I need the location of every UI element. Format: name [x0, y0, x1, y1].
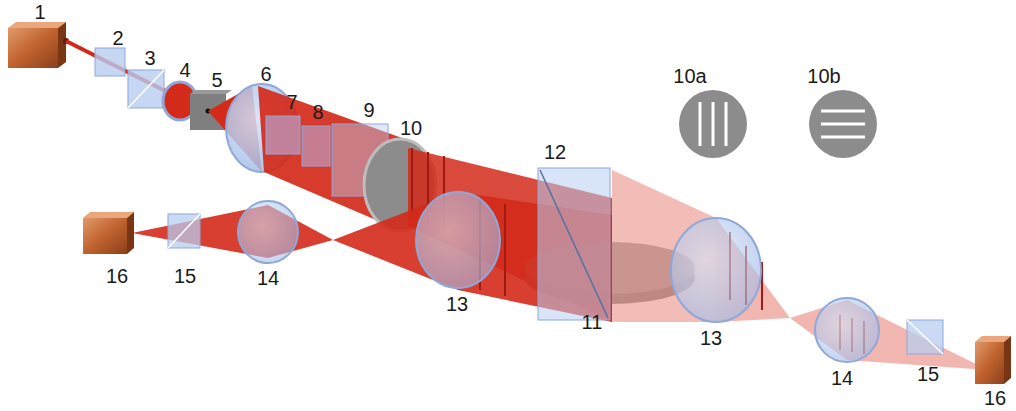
callout-number: 7: [286, 92, 297, 112]
callout-number: 10b: [807, 66, 840, 86]
callout-number: 3: [144, 48, 155, 68]
callout-number: 10: [400, 118, 422, 138]
callout-number: 9: [363, 100, 374, 120]
callout-number: 1: [34, 2, 45, 22]
callout-number: 13: [700, 328, 722, 348]
callout-number: 13: [446, 294, 468, 314]
callout-number: 16: [106, 266, 128, 286]
callout-number: 4: [179, 60, 190, 80]
callout-number: 10a: [673, 66, 706, 86]
callout-number: 15: [174, 266, 196, 286]
callout-number: 11: [582, 312, 603, 332]
callout-number: 16: [984, 388, 1006, 408]
callout-number: 6: [260, 64, 271, 84]
callout-number: 5: [211, 70, 222, 90]
callout-number: 8: [312, 102, 323, 122]
callout-number: 14: [257, 268, 279, 288]
callout-number: 12: [544, 142, 566, 162]
callout-number: 2: [112, 28, 123, 48]
callout-number: 14: [831, 368, 853, 388]
callout-number: 15: [917, 364, 939, 384]
